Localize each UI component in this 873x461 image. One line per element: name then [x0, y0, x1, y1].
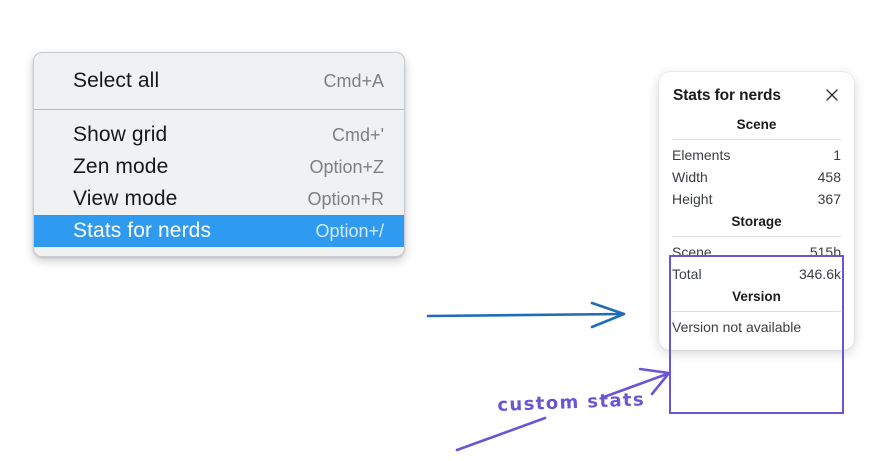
- stat-key: Width: [672, 169, 708, 185]
- section-heading-scene: Scene: [736, 117, 777, 132]
- menu-divider: [34, 109, 404, 110]
- purple-underline-stroke: [455, 416, 547, 452]
- stat-value: 458: [817, 169, 841, 185]
- stats-for-nerds-panel: Stats for nerds Scene Elements 1 Width 4…: [659, 72, 854, 350]
- stat-value: 346.6k: [798, 266, 841, 282]
- menu-item-select-all[interactable]: Select all Cmd+A: [34, 65, 404, 97]
- menu-section-1: Select all Cmd+A: [34, 53, 404, 109]
- stat-key: Height: [672, 191, 713, 207]
- stat-row-storage-scene: Scene 515b: [672, 241, 841, 263]
- section-divider: [672, 236, 841, 237]
- menu-item-label: Stats for nerds: [73, 219, 212, 242]
- blue-arrow: [426, 301, 626, 329]
- stat-row-width: Width 458: [672, 166, 841, 188]
- menu-item-label: Select all: [73, 69, 160, 92]
- purple-arrow: [602, 367, 671, 399]
- section-heading-storage: Storage: [731, 214, 782, 229]
- menu-item-zen-mode[interactable]: Zen mode Option+Z: [34, 151, 404, 183]
- menu-item-shortcut: Option+Z: [309, 156, 384, 177]
- stats-panel-body: Scene Elements 1 Width 458 Height 367 St…: [659, 113, 854, 336]
- section-divider: [672, 311, 841, 312]
- stat-row-elements: Elements 1: [672, 144, 841, 166]
- section-heading-version: Version: [732, 289, 781, 304]
- menu-item-label: Show grid: [73, 123, 168, 146]
- stat-value: 1: [833, 147, 841, 163]
- menu-section-2: Show grid Cmd+' Zen mode Option+Z View m…: [34, 110, 404, 256]
- menu-item-shortcut: Option+R: [307, 188, 384, 209]
- version-note: Version not available: [672, 319, 802, 335]
- menu-item-show-grid[interactable]: Show grid Cmd+': [34, 119, 404, 151]
- stat-value: 515b: [809, 244, 841, 260]
- stat-key: Total: [672, 266, 702, 282]
- stat-row-height: Height 367: [672, 188, 841, 210]
- menu-item-shortcut: Option+/: [315, 220, 384, 241]
- menu-item-label: Zen mode: [73, 155, 169, 178]
- stat-value: 367: [817, 191, 841, 207]
- menu-item-label: View mode: [73, 187, 178, 210]
- panel-title: Stats for nerds: [673, 87, 781, 104]
- section-divider: [672, 139, 841, 140]
- close-icon[interactable]: [824, 87, 840, 103]
- menu-item-shortcut: Cmd+': [332, 124, 384, 145]
- view-context-menu[interactable]: Select all Cmd+A Show grid Cmd+' Zen mod…: [33, 52, 405, 257]
- menu-item-view-mode[interactable]: View mode Option+R: [34, 183, 404, 215]
- stats-panel-header: Stats for nerds: [659, 72, 854, 113]
- stat-row-storage-total: Total 346.6k: [672, 263, 841, 285]
- menu-item-stats-for-nerds[interactable]: Stats for nerds Option+/: [34, 215, 404, 247]
- menu-item-shortcut: Cmd+A: [323, 70, 384, 91]
- annotation-label-custom-stats: custom stats: [497, 389, 646, 416]
- stat-key: Elements: [672, 147, 731, 163]
- stat-key: Scene: [672, 244, 712, 260]
